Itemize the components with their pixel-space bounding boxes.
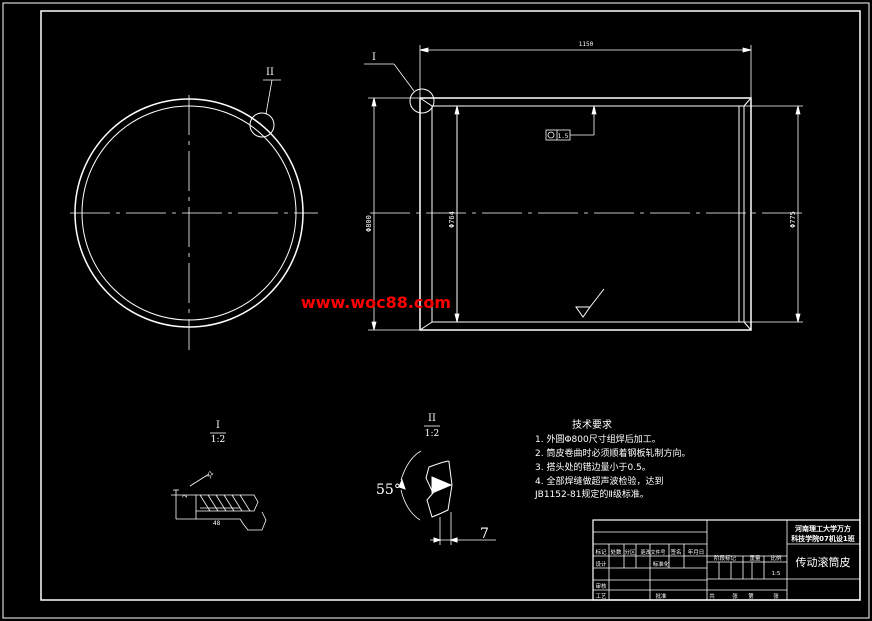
school-line-1: 河南理工大学万方	[795, 524, 851, 533]
part-name: 传动滚筒皮	[796, 555, 851, 569]
tb-sign: 签名	[670, 548, 681, 556]
depth-dim: 7	[480, 526, 489, 542]
tb-scale: 比例	[770, 554, 782, 562]
detail-ii-scale: 1:2	[425, 429, 439, 439]
tb-process: 工艺	[595, 593, 607, 600]
tech-req-item: 2. 筒皮卷曲时必须顺着钢板轧制方向。	[535, 447, 690, 459]
weld-dim-a: 32	[206, 470, 216, 480]
tech-req-item: 1. 外圆Φ800尺寸组焊后加工。	[535, 433, 661, 445]
tech-req-item: 3. 搭头处的错边量小于0.5。	[535, 461, 651, 473]
detail-ii-drawing	[398, 450, 496, 545]
detail-i-label: I	[216, 420, 220, 431]
tb-mark: 标记	[595, 548, 607, 556]
length-dimension	[419, 45, 752, 98]
dia-right-dimension	[744, 105, 803, 323]
tb-date: 年月日	[688, 548, 705, 556]
tb-zone: 分区	[624, 548, 636, 556]
shell-outline	[419, 97, 752, 331]
side-section-view	[364, 63, 805, 331]
tb-sheet-a: 张	[732, 592, 738, 600]
detail-i-callout-circle	[409, 88, 435, 114]
flatness-tolerance	[545, 105, 597, 141]
dia-outer-text: Φ800	[365, 215, 373, 232]
dia-right-text: Φ775	[789, 211, 797, 228]
flatness-value: 1.5	[558, 133, 569, 140]
detail-ii-callout-circle	[249, 112, 275, 138]
dia-outer-dimension	[368, 97, 420, 331]
angle-dim: 55°	[376, 482, 401, 498]
detail-i-drawing	[171, 473, 267, 531]
watermark: www.woc88.com	[301, 293, 451, 312]
school-line-2: 科技学院07机设1班	[791, 534, 855, 543]
tb-total: 共	[709, 592, 715, 600]
length-dim-text: 1150	[579, 41, 594, 48]
tech-req-title: 技术要求	[572, 418, 612, 431]
tb-check: 审核	[595, 582, 607, 590]
tb-sheet-b: 张	[773, 592, 779, 600]
tb-stage: 阶段标记	[714, 554, 737, 562]
dia-inner-text: Φ764	[448, 211, 456, 228]
tb-scale-val: 1:5	[772, 571, 781, 577]
tb-weight: 重量	[749, 554, 761, 562]
detail-i-scale: 1:2	[211, 435, 225, 445]
end-view	[70, 79, 318, 350]
tech-req-item: 4. 全部焊缝做超声波检验，达到	[535, 475, 663, 487]
inner-frame	[40, 10, 861, 601]
tb-page: 第	[748, 592, 754, 600]
callout-ii-label: II	[266, 67, 274, 78]
tech-req-item: JB1152-81规定的Ⅱ级标准。	[534, 488, 649, 500]
weld-dim-c: 48	[213, 520, 221, 527]
title-block	[592, 519, 861, 601]
tb-design: 设计	[595, 560, 607, 568]
callout-i-label: I	[372, 52, 376, 63]
tb-std: 标准化	[653, 560, 670, 568]
detail-ii-label: II	[428, 413, 436, 424]
tb-count: 处数	[610, 548, 622, 556]
weld-symbol-bottom	[575, 288, 605, 318]
weld-dim-b: 2	[182, 494, 189, 498]
tb-approve: 批准	[655, 592, 667, 600]
tb-docno: 更改文件号	[640, 549, 665, 556]
dia-inner-dimension	[454, 105, 460, 323]
